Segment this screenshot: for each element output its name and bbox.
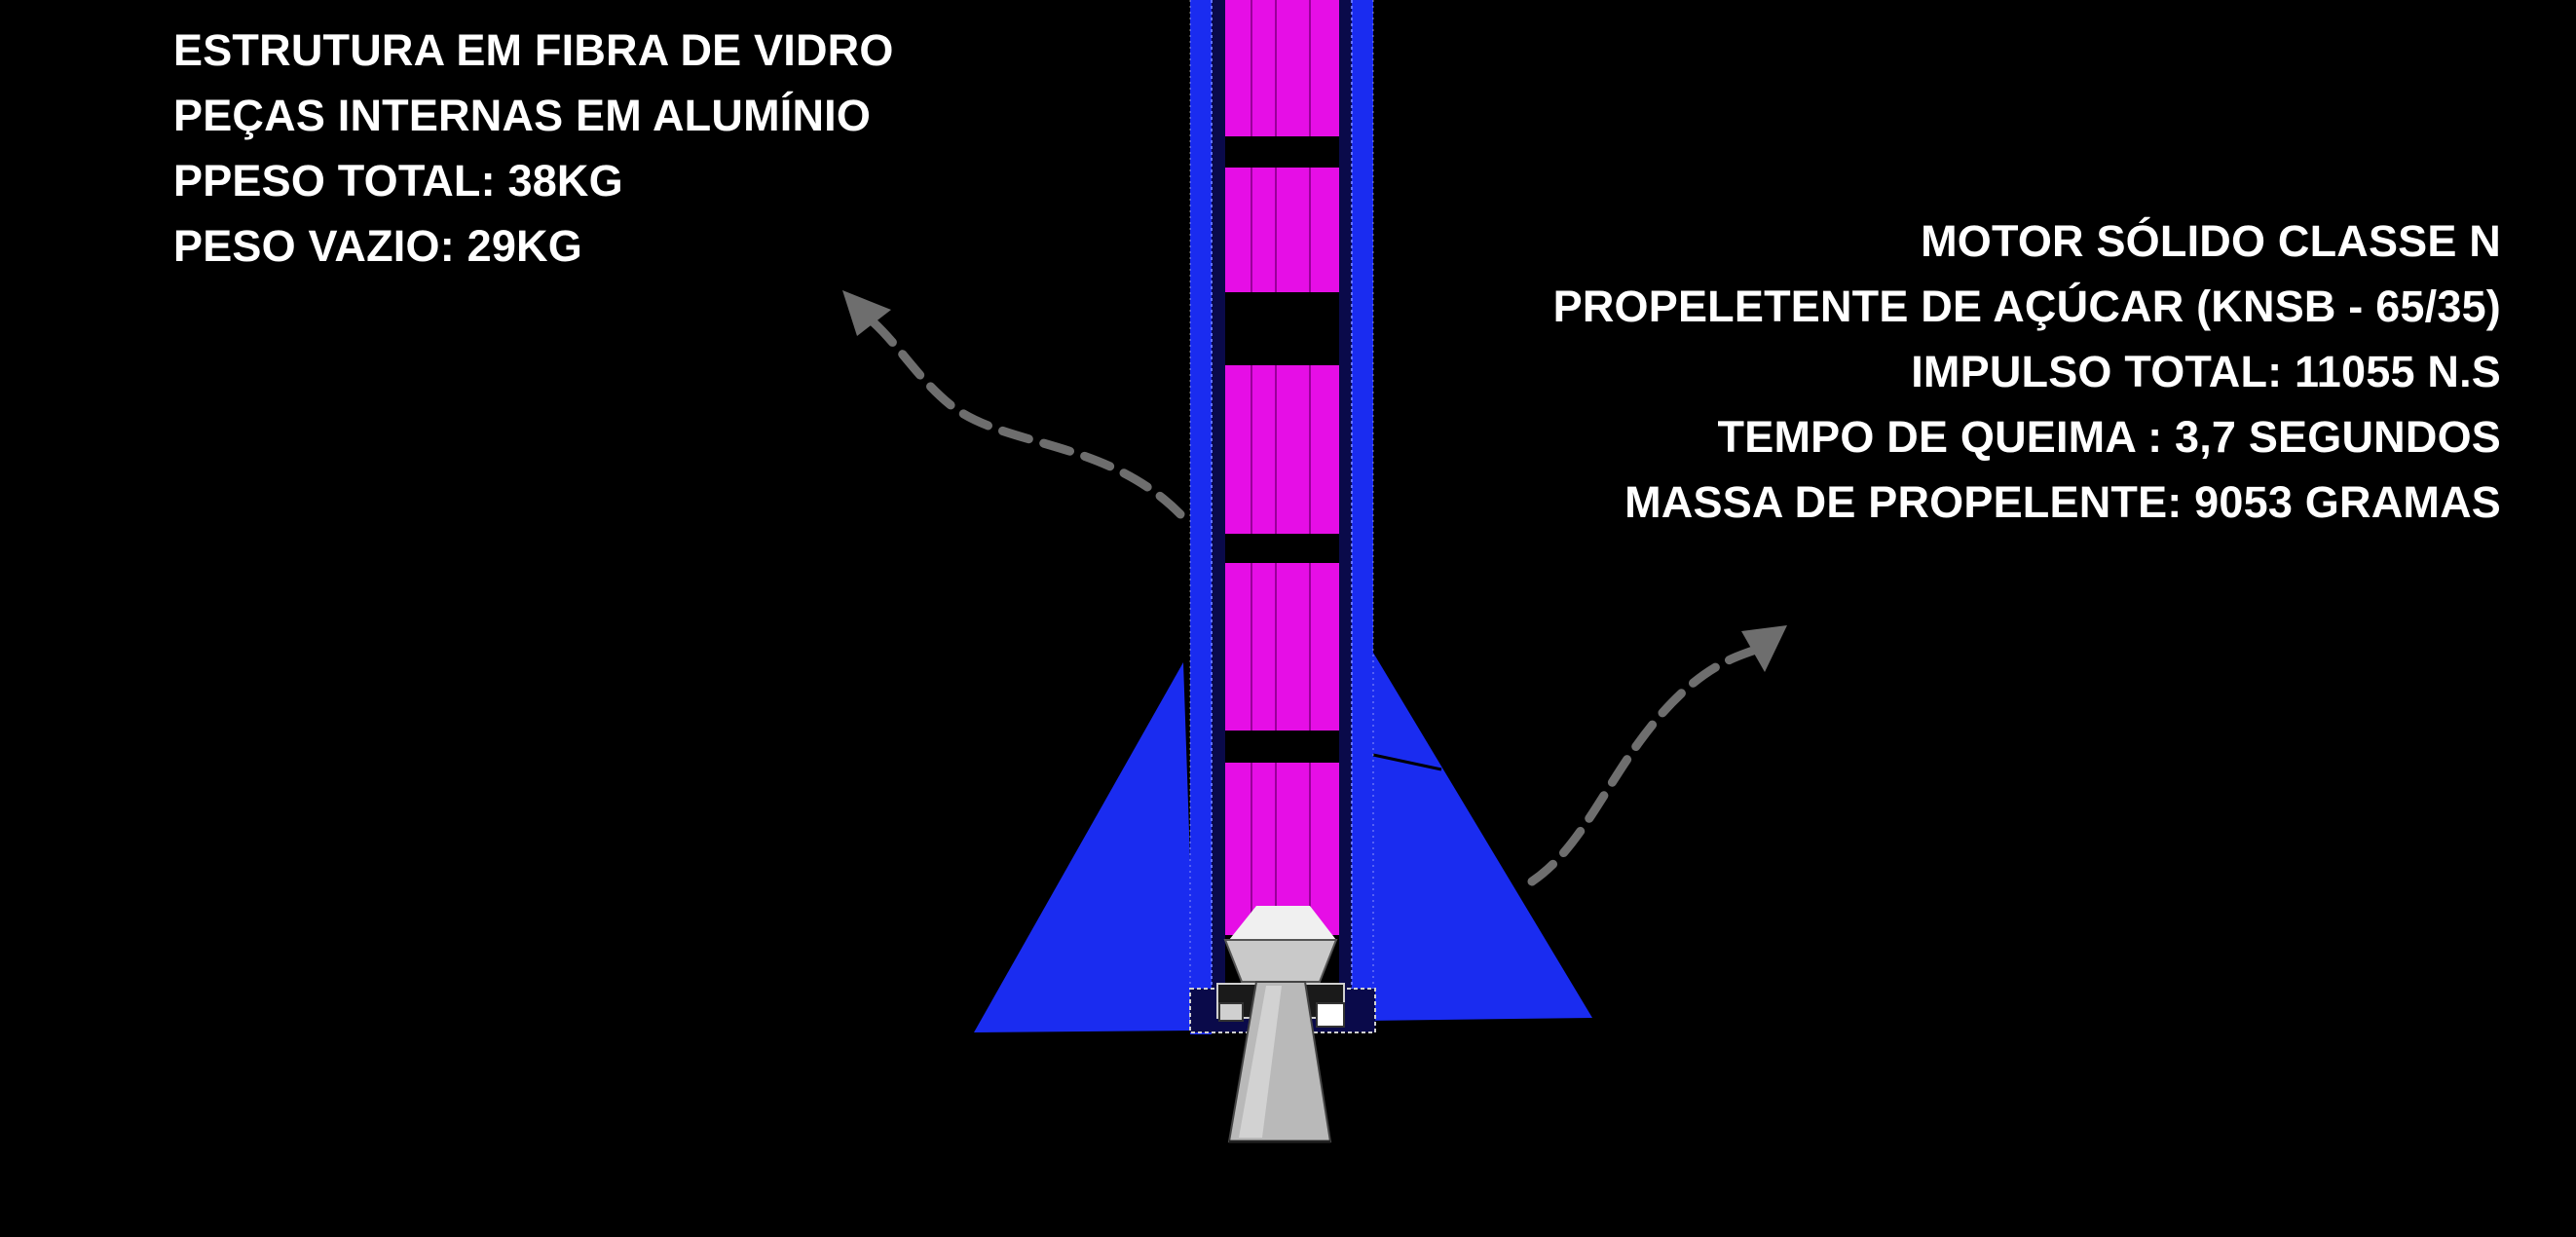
structure-line-4: PESO VAZIO: 29KG xyxy=(173,221,582,271)
left-arrow-icon xyxy=(842,290,1185,519)
motor-line-5: MASSA DE PROPELENTE: 9053 GRAMAS xyxy=(1624,477,2501,527)
structure-line-3: PPESO TOTAL: 38KG xyxy=(173,156,623,206)
propellant-grain-4 xyxy=(1225,563,1339,731)
propellant-grain-1 xyxy=(1225,0,1339,136)
structure-line-1: ESTRUTURA EM FIBRA DE VIDRO xyxy=(173,25,894,75)
motor-line-2: PROPELETENTE DE AÇÚCAR (KNSB - 65/35) xyxy=(1552,281,2501,331)
left-fin xyxy=(974,662,1196,1032)
motor-line-3: IMPULSO TOTAL: 11055 N.S xyxy=(1911,347,2501,396)
structure-line-2: PEÇAS INTERNAS EM ALUMÍNIO xyxy=(173,91,872,140)
propellant-grain-2 xyxy=(1225,168,1339,292)
nozzle-convergent-section xyxy=(1229,906,1336,940)
structure-info-text: ESTRUTURA EM FIBRA DE VIDRO PEÇAS INTERN… xyxy=(173,18,894,279)
motor-info-text: MOTOR SÓLIDO CLASSE N PROPELETENTE DE AÇ… xyxy=(1553,208,2501,535)
body-tube xyxy=(1189,0,1374,1034)
propellant-grain-3 xyxy=(1225,365,1339,534)
nozzle xyxy=(1223,939,1338,1143)
motor-line-1: MOTOR SÓLIDO CLASSE N xyxy=(1921,216,2501,266)
right-fin xyxy=(1365,653,1592,1021)
motor-line-4: TEMPO DE QUEIMA : 3,7 SEGUNDOS xyxy=(1717,412,2501,462)
propellant-grains xyxy=(1225,0,1339,940)
fin-seam-line xyxy=(1372,753,1442,771)
right-arrow-icon xyxy=(1527,625,1787,886)
